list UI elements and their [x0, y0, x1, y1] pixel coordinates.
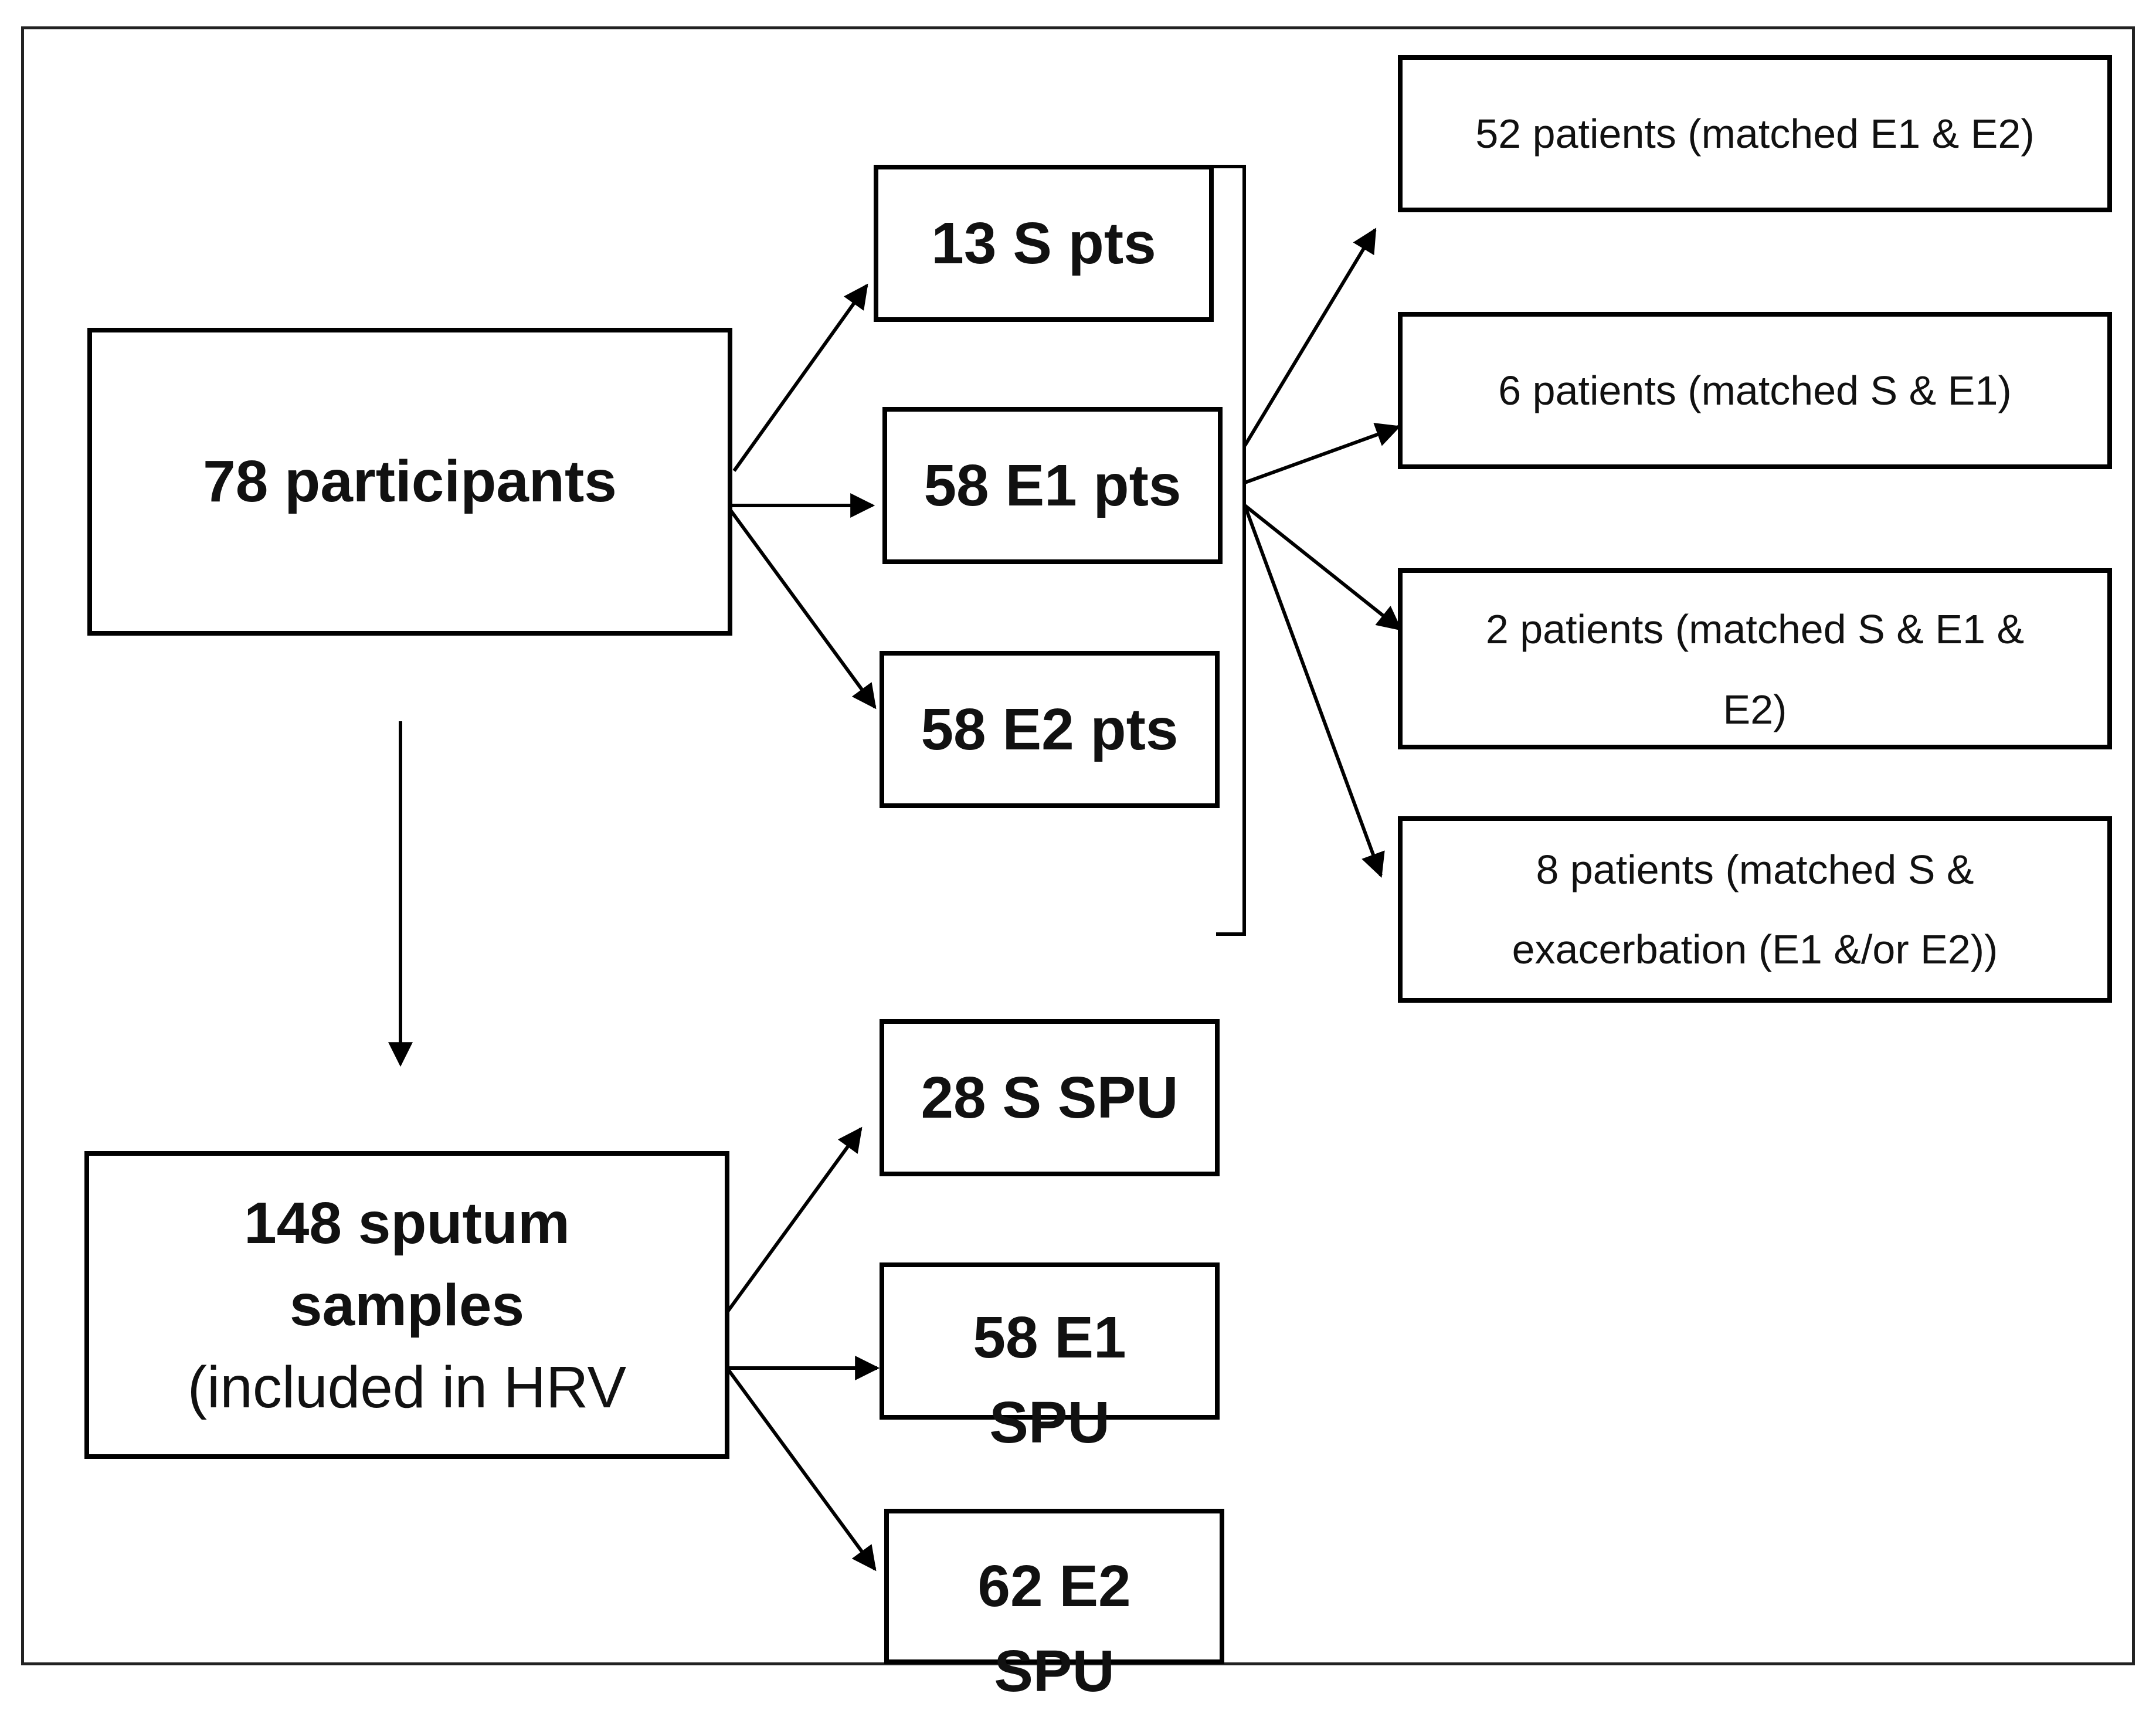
group-bracket: [1209, 165, 1246, 936]
match-e1-e2-label: 52 patients (matched E1 & E2): [1475, 110, 2035, 157]
match-s-exacerbation-box: 8 patients (matched S & exacerbation (E1…: [1398, 816, 2112, 1003]
e1-pts-box: 58 E1 pts: [882, 407, 1223, 564]
samples-box: 148 sputum samples (included in HRV: [84, 1151, 729, 1459]
e2-pts-box: 58 E2 pts: [880, 651, 1220, 808]
e1-spu-label: 58 E1 SPU: [973, 1305, 1126, 1455]
samples-note: (included in HRV: [187, 1354, 627, 1420]
s-pts-box: 13 S pts: [874, 165, 1214, 322]
match-e1-e2-box: 52 patients (matched E1 & E2): [1398, 55, 2112, 212]
arrow-participants-to-s-pts: [732, 283, 868, 472]
e1-pts-label: 58 E1 pts: [923, 452, 1181, 518]
arrow-to-match-s-e1: [1244, 423, 1401, 484]
arrow-participants-to-e2-pts: [725, 504, 877, 710]
connector-layer: [388, 165, 1403, 1572]
samples-title-line1: 148 sputum: [244, 1190, 570, 1256]
match-s-e1-e2-label: 2 patients (matched S & E1 & E2): [1485, 606, 2025, 732]
arrow-to-match-s-exacerbation: [1243, 504, 1385, 878]
e2-spu-label: 62 E2 SPU: [977, 1553, 1131, 1704]
e1-spu-box: 58 E1 SPU: [880, 1262, 1220, 1455]
arrow-samples-to-e2-spu: [725, 1367, 877, 1572]
s-pts-label: 13 S pts: [931, 210, 1156, 276]
match-s-exacerbation-label: 8 patients (matched S & exacerbation (E1…: [1512, 846, 1998, 973]
arrow-to-match-e1-e2: [1243, 228, 1377, 447]
arrow-to-match-s-e1-e2: [1244, 504, 1403, 631]
participants-label: 78 participants: [203, 449, 617, 514]
arrow-samples-to-s-spu: [725, 1126, 863, 1313]
s-spu-label: 28 S SPU: [921, 1064, 1179, 1131]
e2-pts-label: 58 E2 pts: [921, 696, 1179, 762]
match-s-e1-box: 6 patients (matched S & E1): [1398, 312, 2112, 469]
e2-spu-box: 62 E2 SPU: [884, 1509, 1224, 1704]
match-s-e1-e2-box: 2 patients (matched S & E1 & E2): [1398, 568, 2112, 749]
samples-title-line2: samples: [289, 1272, 525, 1338]
participants-box: 78 participants: [87, 328, 732, 636]
match-s-e1-label: 6 patients (matched S & E1): [1498, 367, 2012, 413]
s-spu-box: 28 S SPU: [880, 1019, 1220, 1176]
